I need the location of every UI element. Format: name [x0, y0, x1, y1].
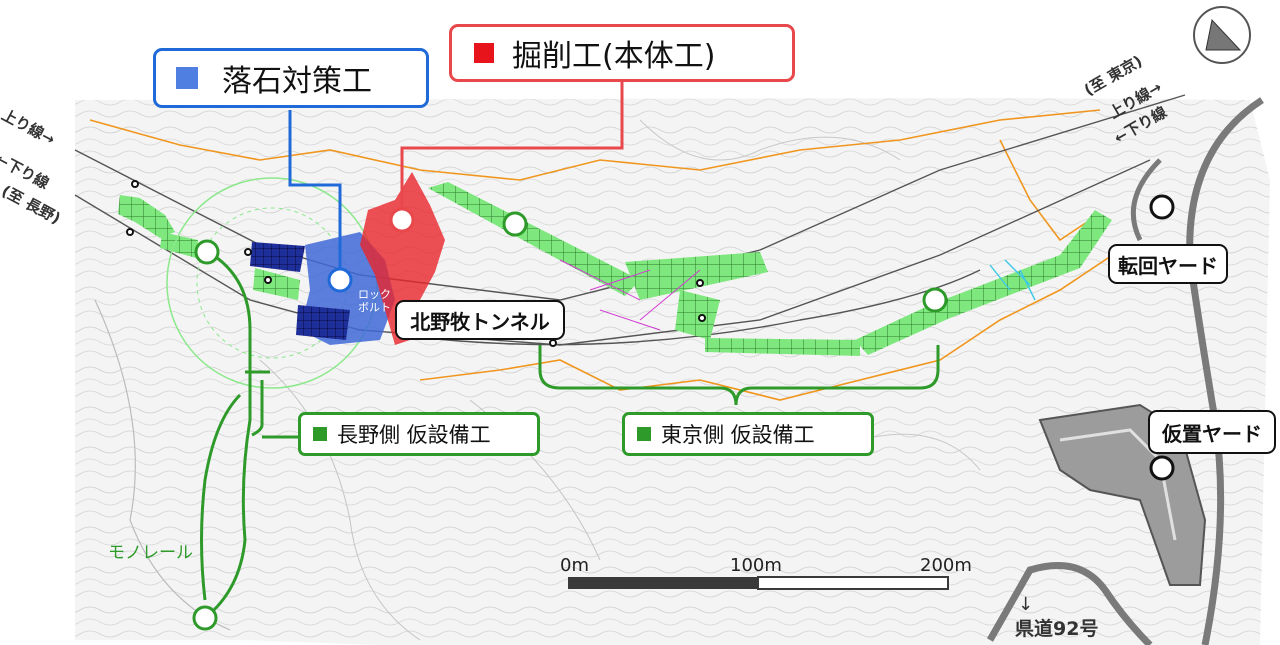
scale-tick-200: 200m	[920, 555, 972, 576]
nagano-side-swatch	[313, 427, 327, 441]
north-arrow-icon	[1193, 6, 1251, 64]
nagano-side-text: 長野側 仮設備工	[337, 423, 491, 447]
tokyo-side-swatch	[637, 427, 651, 441]
magenta-marks	[559, 259, 701, 331]
scale-tick-0: 0m	[560, 555, 589, 576]
nagano-side-temporary-works-label: 長野側 仮設備工	[298, 412, 540, 456]
monorail-label: モノレール	[108, 543, 193, 563]
storage-yard-label: 仮置ヤード	[1148, 410, 1276, 454]
legend-excavation-box: 掘削工(本体工)	[449, 24, 795, 82]
tokyo-side-text: 東京側 仮設備工	[661, 423, 815, 447]
excavation-area	[360, 172, 445, 345]
tokyo-side-temporary-works-label: 東京側 仮設備工	[622, 412, 874, 456]
road-arrow: ↓	[1018, 594, 1034, 615]
scale-bar-graphic	[568, 576, 949, 590]
prefectural-road-label: 県道92号	[1015, 618, 1099, 640]
turnaround-yard-label: 転回ヤード	[1108, 244, 1228, 284]
tunnel-label: 北野牧トンネル	[395, 300, 565, 340]
roads	[986, 97, 1264, 645]
legend-rockfall-box: 落石対策工	[153, 48, 429, 108]
leader-lines	[200, 80, 940, 620]
legend-excavation-swatch	[474, 43, 494, 63]
legend-excavation-label: 掘削工(本体工)	[512, 39, 716, 74]
rock-bolt-label: ロック ボルト	[358, 288, 391, 315]
cyan-marks	[989, 259, 1036, 301]
legend-rockfall-swatch	[176, 67, 198, 89]
temporary-works	[118, 182, 1112, 356]
scale-tick-100: 100m	[730, 555, 782, 576]
location-markers	[192, 194, 1175, 631]
legend-rockfall-label: 落石対策工	[222, 64, 372, 99]
